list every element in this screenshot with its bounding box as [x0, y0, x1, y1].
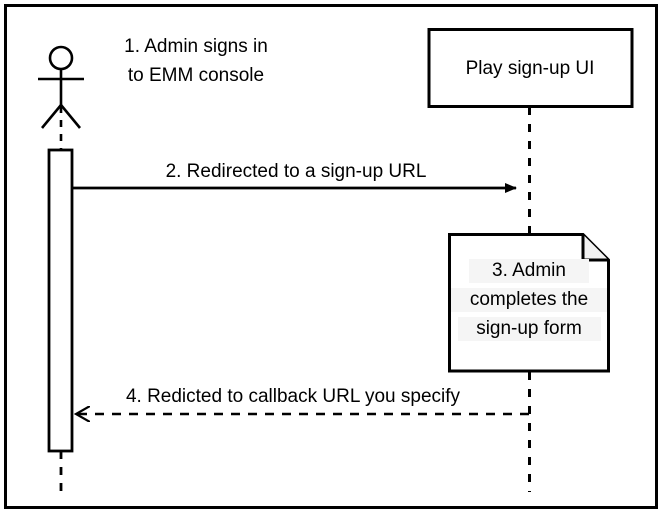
note-line-highlight-1 [469, 259, 589, 283]
message-label-step-2: 2. Redirected to a sign-up URL [166, 161, 427, 182]
annotation-step-1: 1. Admin signs in to EMM console [124, 36, 268, 86]
actor-leg-right-line [59, 104, 82, 129]
note-text-line-2: completes the [470, 289, 588, 310]
actor-leg-left-line [40, 104, 63, 129]
admin-actor [38, 45, 84, 129]
participant-box-play-signup-ui[interactable] [427, 28, 634, 108]
note-line-highlight-2 [451, 288, 607, 312]
annotation-step-1-line-2: to EMM console [128, 65, 264, 86]
participant-label-play-signup-ui: Play sign-up UI [466, 58, 595, 79]
note-line-highlight-3 [458, 317, 601, 341]
note-step-3[interactable]: 3. Admin completes the sign-up form [448, 233, 610, 373]
note-text-line-3: sign-up form [476, 318, 582, 339]
message-label-step-4: 4. Redicted to callback URL you specify [126, 386, 461, 407]
note-text-line-1: 3. Admin [492, 260, 566, 281]
actor-activation-bar [47, 148, 74, 453]
annotation-step-1-line-1: 1. Admin signs in [124, 36, 268, 57]
